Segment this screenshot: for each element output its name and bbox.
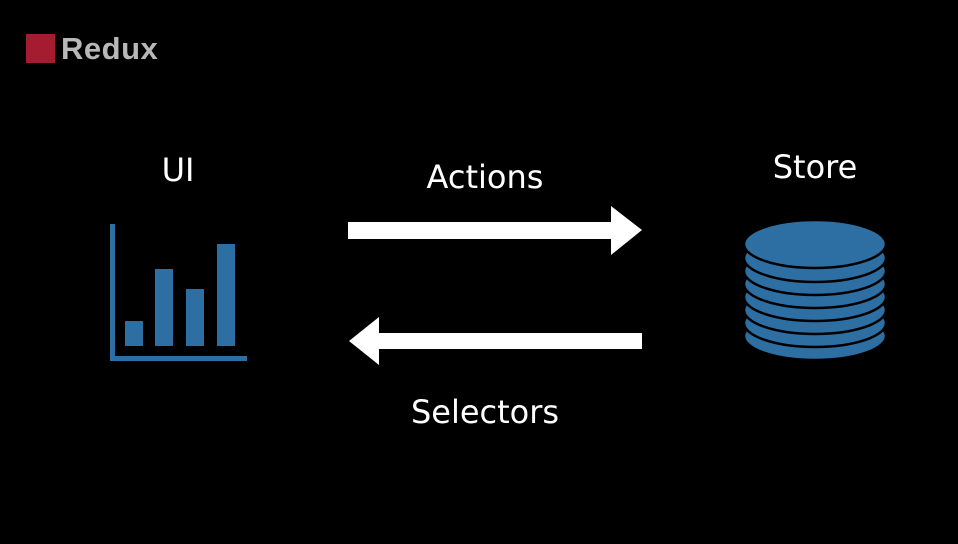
selectors-arrow	[349, 317, 642, 365]
selectors-label: Selectors	[410, 393, 560, 431]
ui-label: UI	[161, 151, 195, 189]
actions-arrow	[348, 206, 642, 255]
brand-name: Redux	[61, 30, 159, 66]
chart-bar	[186, 289, 204, 346]
chart-axis-y	[110, 224, 115, 361]
brand-square-icon	[26, 33, 55, 63]
chart-bar	[155, 269, 173, 346]
database-icon	[742, 218, 888, 362]
store-label: Store	[772, 148, 858, 186]
chart-bar	[125, 321, 143, 346]
chart-bar	[217, 244, 235, 346]
bar-chart-icon	[110, 224, 247, 361]
actions-label: Actions	[426, 158, 544, 196]
brand-logo: Redux	[26, 31, 158, 65]
chart-axis-x	[110, 356, 247, 361]
